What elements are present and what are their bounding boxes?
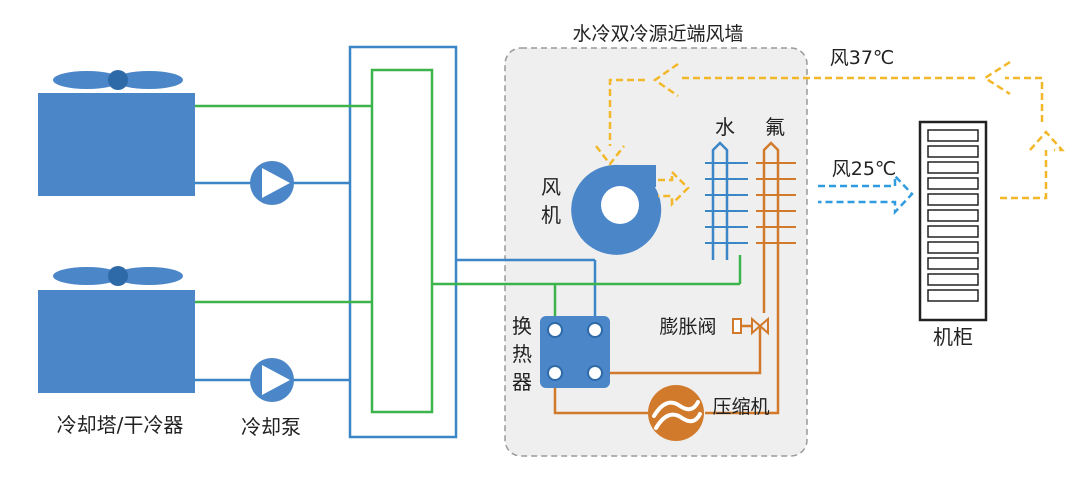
cooling-tower-label: 冷却塔/干冷器 bbox=[57, 413, 184, 437]
refrigerant-pipes bbox=[553, 141, 780, 415]
heat-exchanger-label-2: 热 bbox=[512, 342, 532, 366]
expansion-valve-icon bbox=[732, 316, 769, 336]
hot-air-flow bbox=[595, 60, 1065, 208]
water-coil bbox=[705, 162, 748, 244]
pump-icon bbox=[250, 358, 294, 402]
cooling-tower-top bbox=[38, 70, 195, 196]
cooling-pump-label: 冷却泵 bbox=[241, 415, 301, 439]
fan-label-2: 机 bbox=[541, 203, 561, 227]
supply-air-label: 风25℃ bbox=[832, 158, 897, 180]
expansion-valve-label: 膨胀阀 bbox=[659, 316, 716, 338]
diagram-title: 水冷双冷源近端风墙 bbox=[572, 23, 743, 45]
glycol-pipes bbox=[195, 68, 742, 414]
cold-air-flow bbox=[818, 172, 914, 216]
server-rack-icon bbox=[918, 120, 988, 322]
heat-exchanger-label-1: 换 bbox=[512, 314, 532, 338]
pump-icon bbox=[250, 161, 294, 205]
heat-exchanger-label-3: 器 bbox=[512, 370, 532, 394]
cabinet-label: 机柜 bbox=[933, 325, 973, 349]
water-coil-label: 水 bbox=[715, 115, 735, 139]
return-air-label: 风37℃ bbox=[830, 47, 895, 69]
fluorine-coil-label: 氟 bbox=[765, 115, 785, 139]
compressor-label: 压缩机 bbox=[712, 396, 769, 418]
heat-exchanger bbox=[540, 316, 610, 388]
cooling-tower-fan-icon bbox=[53, 70, 183, 90]
cooling-tower-fan-icon bbox=[53, 266, 183, 286]
fan-label-1: 风 bbox=[541, 175, 561, 199]
cooling-tower-bottom bbox=[38, 266, 195, 393]
compressor-icon bbox=[648, 385, 704, 441]
centrifugal-fan-icon bbox=[571, 164, 662, 255]
refrigerant-coil bbox=[756, 162, 796, 244]
